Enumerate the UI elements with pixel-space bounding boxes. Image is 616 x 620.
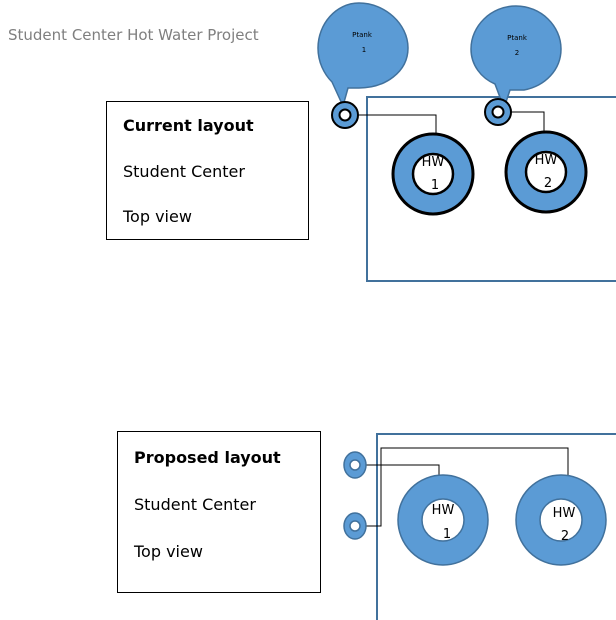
current-layout-heading: Current layout <box>123 116 254 135</box>
proposed-layout-label-box: Proposed layout Student Center Top view <box>117 431 321 593</box>
current-view-label: Top view <box>123 207 192 226</box>
ptank-2-callout <box>470 5 562 111</box>
current-room-wall <box>366 96 616 282</box>
current-hw-1 <box>391 132 475 216</box>
current-hw-2 <box>504 130 588 214</box>
ptank-2-number: 2 <box>515 49 519 57</box>
proposed-layout-heading: Proposed layout <box>134 448 281 467</box>
current-ptank-1 <box>331 101 359 129</box>
proposed-hw-1-number: 1 <box>443 527 451 542</box>
proposed-building-name: Student Center <box>134 495 256 514</box>
proposed-room-wall <box>376 433 616 620</box>
ptank-1-number: 1 <box>362 46 366 54</box>
current-building-name: Student Center <box>123 162 245 181</box>
proposed-hw-2 <box>515 474 607 566</box>
current-hw-2-number: 2 <box>544 176 552 191</box>
proposed-hw-1-label: HW <box>432 503 455 518</box>
current-hw-1-label: HW <box>422 155 445 170</box>
current-pipe-1 <box>352 114 437 135</box>
proposed-hw-2-number: 2 <box>561 529 569 544</box>
current-hw-1-number: 1 <box>431 178 439 193</box>
ptank-1-name: Ptank <box>352 31 373 39</box>
proposed-hw-1 <box>397 474 489 566</box>
proposed-pipe-hw2 <box>358 447 569 527</box>
current-pipe-2 <box>507 111 545 132</box>
current-ptank-2 <box>484 98 512 126</box>
current-hw-2-label: HW <box>535 153 558 168</box>
ptank-2-name: Ptank <box>507 34 528 42</box>
current-layout-label-box: Current layout Student Center Top view <box>106 101 309 240</box>
proposed-ptank-1 <box>343 451 367 479</box>
proposed-hw-2-label: HW <box>553 506 576 521</box>
ptank-1-callout <box>317 2 409 109</box>
proposed-view-label: Top view <box>134 542 203 561</box>
proposed-ptank-2 <box>343 512 367 540</box>
diagram-title: Student Center Hot Water Project <box>8 26 259 44</box>
